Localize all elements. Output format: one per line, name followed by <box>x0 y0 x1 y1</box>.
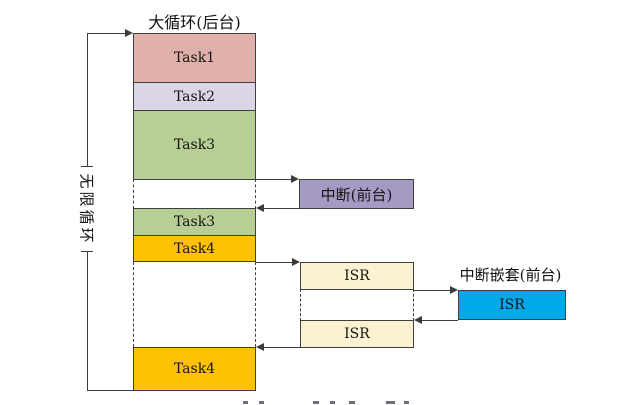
cutoff-caption-fragment <box>243 401 248 404</box>
nested-isr-box: ISR <box>458 290 566 320</box>
interrupt-box: 中断(前台) <box>299 179 414 209</box>
preempted-gap <box>133 262 256 347</box>
background-loop-title: 大循环(后台) <box>148 13 241 32</box>
preempted-gap <box>133 179 256 209</box>
cutoff-caption-fragment <box>386 401 395 404</box>
task-block-task1: Task1 <box>133 33 256 83</box>
loop-line-tick <box>81 166 93 167</box>
cutoff-caption-fragment <box>259 401 264 404</box>
task-block-task4-resume: Task4 <box>133 347 256 391</box>
loop-line-left-upper <box>87 33 88 166</box>
cutoff-caption-fragment <box>349 401 355 404</box>
isr-preempted-gap <box>300 289 414 321</box>
flow-arrow-task3-to-interrupt <box>256 179 292 180</box>
flow-arrow-isr-to-nested <box>413 290 451 291</box>
isr-box-2: ISR <box>300 320 414 348</box>
cutoff-caption-fragment <box>313 401 319 404</box>
loop-line-tick <box>81 251 93 252</box>
arrowhead-icon <box>291 175 299 183</box>
arrowhead-icon <box>450 286 458 294</box>
loop-line-top <box>87 33 125 34</box>
task-block-task4: Task4 <box>133 235 256 262</box>
task-block-task2: Task2 <box>133 82 256 111</box>
loop-arrowhead-icon <box>125 29 133 37</box>
cutoff-caption-fragment <box>330 401 335 404</box>
nested-interrupt-label: 中断嵌套(前台) <box>459 266 562 284</box>
infinite-loop-label: 无限循环 <box>70 168 104 250</box>
arrowhead-icon <box>414 316 422 324</box>
arrowhead-icon <box>256 204 264 212</box>
cutoff-caption-fragment <box>404 401 409 404</box>
flow-arrow-task4-to-isr <box>256 262 293 263</box>
flow-arrow-isr-return <box>264 347 301 348</box>
loop-line-left-lower <box>87 252 88 390</box>
isr-box-1: ISR <box>300 262 414 290</box>
flow-arrow-interrupt-return <box>263 208 299 209</box>
task-block-task3-resume: Task3 <box>133 208 256 236</box>
arrowhead-icon <box>256 343 264 351</box>
flow-arrow-nested-return <box>422 320 458 321</box>
arrowhead-icon <box>292 258 300 266</box>
task-block-task3: Task3 <box>133 110 256 180</box>
loop-line-bottom <box>87 390 134 391</box>
